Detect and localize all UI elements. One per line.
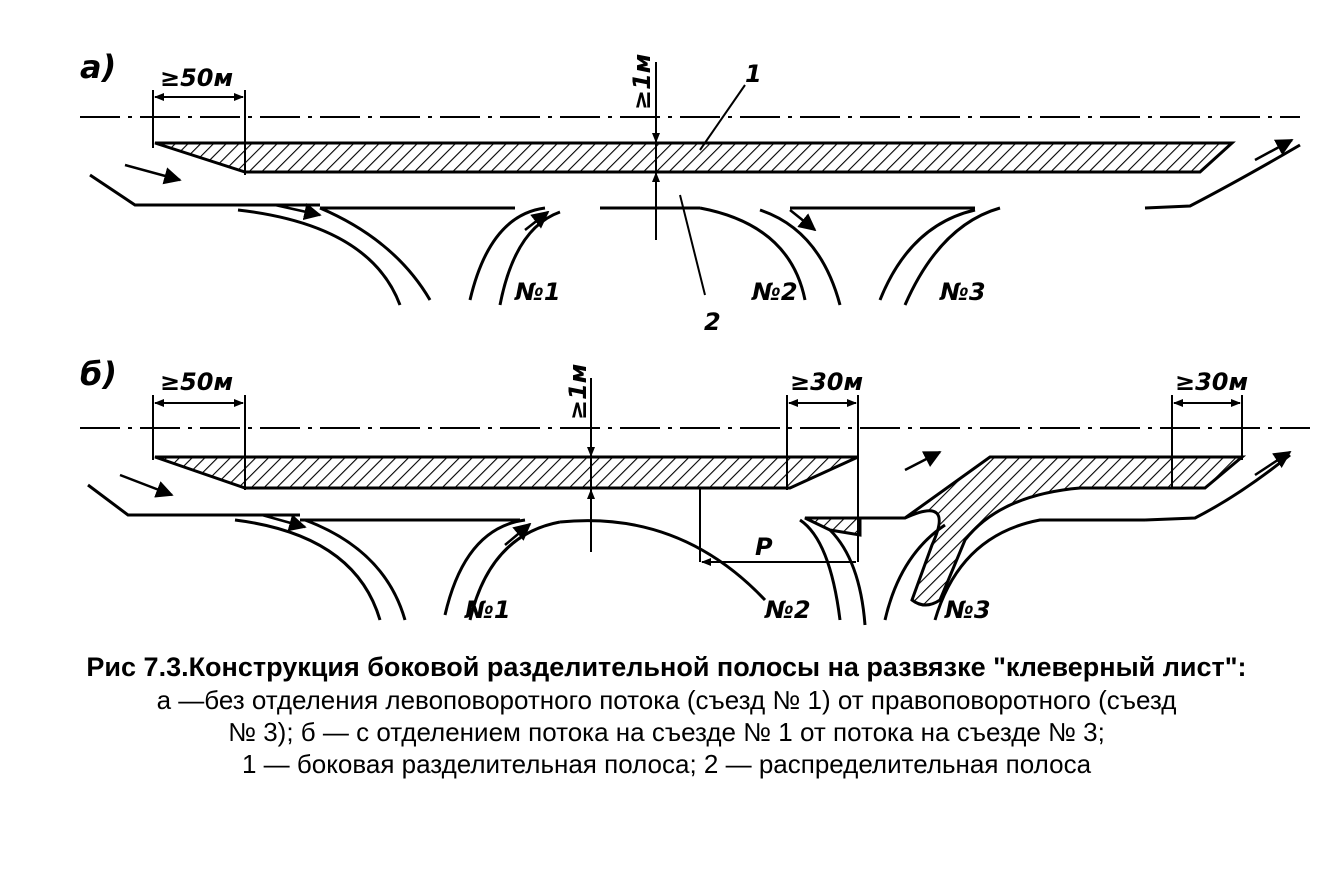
ramp-loop-2 <box>799 518 842 621</box>
side-separating-strip <box>154 141 1236 174</box>
ramp-curve <box>237 208 402 306</box>
figure-caption: Рис 7.3.Конструкция боковой разделительн… <box>0 652 1333 780</box>
p-label: P <box>755 533 773 561</box>
road-edge-left <box>87 483 300 517</box>
dim-1-label: ≥1м <box>628 54 656 110</box>
ramp-loop-1 <box>498 210 561 306</box>
road-edge-left <box>89 173 320 207</box>
exit-3-label: №3 <box>939 278 986 306</box>
ramp-loop-1 <box>468 206 546 301</box>
ramp-curve <box>883 523 946 621</box>
panel-a-label: а) <box>80 48 116 86</box>
exit-2-label: №2 <box>764 596 811 624</box>
ramp-curve <box>304 518 407 621</box>
leader-line-2 <box>679 194 706 296</box>
traffic-arrow <box>119 473 174 498</box>
traffic-arrow <box>1254 450 1292 477</box>
dim-50-label: ≥50м <box>160 368 233 396</box>
ramp-curve <box>878 208 976 301</box>
caption-line: 1 — боковая разделительная полоса; 2 — р… <box>241 749 1092 779</box>
traffic-arrow <box>524 210 550 231</box>
side-separating-strip-right <box>804 455 1247 607</box>
panel-a-labels: а) ≥50м ≥1м 1 2 №1 №2 №3 <box>80 48 986 336</box>
ramp-curve <box>234 518 382 621</box>
ramp-curve <box>933 518 1145 621</box>
traffic-arrow <box>124 163 182 185</box>
traffic-arrow <box>261 513 307 532</box>
caption-title: Рис 7.3.Конструкция боковой разделительн… <box>86 652 1247 682</box>
callout-2: 2 <box>704 308 721 336</box>
traffic-arrow <box>274 203 322 221</box>
traffic-arrow <box>904 450 942 472</box>
traffic-arrow <box>1254 138 1294 162</box>
traffic-arrow <box>504 522 532 546</box>
side-separating-strip-left <box>154 455 859 490</box>
exit-3-label: №3 <box>944 596 991 624</box>
ramp-loop-2 <box>828 528 867 626</box>
panel-b-label: б) <box>80 355 117 393</box>
ramp-loop-2 <box>699 206 807 301</box>
exit-1-label: №1 <box>464 596 511 624</box>
dim-30-left-label: ≥30м <box>790 368 863 396</box>
exit-1-label: №1 <box>514 278 561 306</box>
leader-line-1 <box>699 84 746 151</box>
interchange-diagram: а) ≥50м ≥1м 1 2 №1 №2 №3 <box>80 48 1310 626</box>
caption-line: а —без отделения левоповоротного потока … <box>156 685 1177 715</box>
dim-1-label: ≥1м <box>564 364 592 420</box>
dim-50-label: ≥50м <box>160 64 233 92</box>
ramp-loop-1 <box>443 518 526 616</box>
ramp-loop-1 <box>468 520 561 621</box>
caption-body: а —без отделения левоповоротного потока … <box>0 684 1333 780</box>
ramp-loop-2 <box>559 519 767 602</box>
panel-b-labels: б) ≥50м ≥1м ≥30м ≥30м P №1 №2 №3 <box>80 355 1248 624</box>
dim-30-right-label: ≥30м <box>1175 368 1248 396</box>
ramp-loop-2 <box>759 208 842 306</box>
callout-1: 1 <box>745 60 762 88</box>
caption-line: № 3); б — с отделением потока на съезде … <box>228 717 1105 747</box>
panel-b <box>80 378 1310 626</box>
ramp-curve <box>319 206 432 301</box>
panel-a <box>80 62 1301 306</box>
exit-2-label: №2 <box>751 278 798 306</box>
traffic-arrow <box>789 209 817 232</box>
ramp-curve <box>903 206 1001 306</box>
